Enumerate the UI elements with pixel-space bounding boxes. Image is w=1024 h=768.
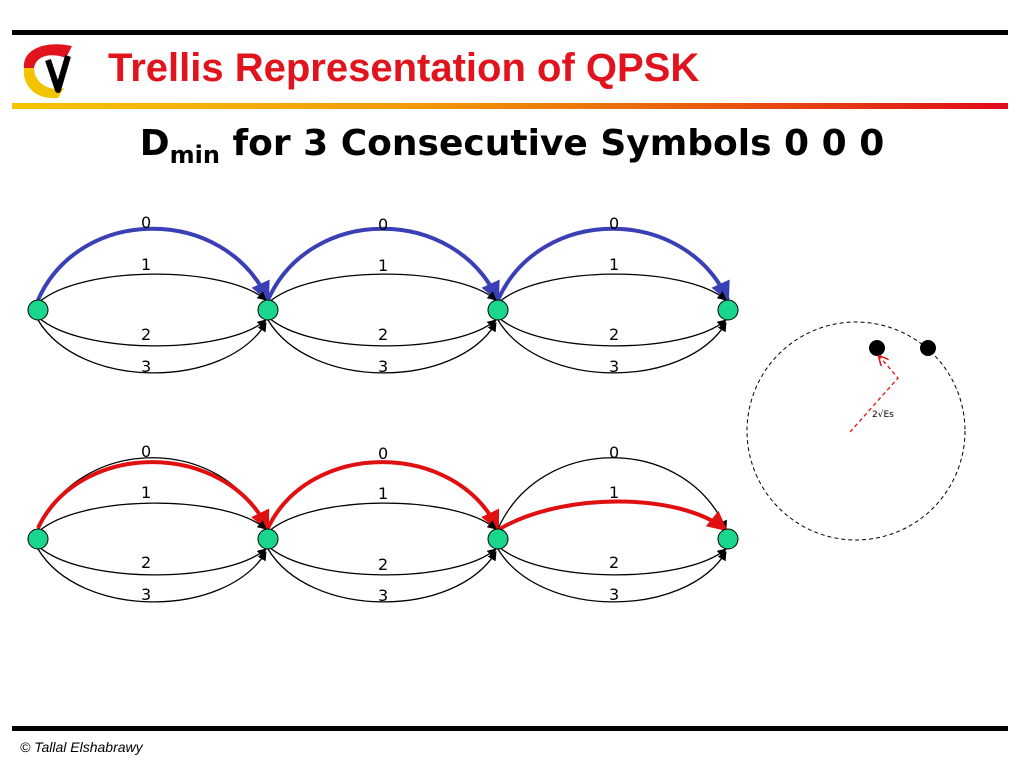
branch-3 (497, 548, 727, 603)
constellation-point (869, 340, 885, 356)
branch-3 (37, 548, 267, 603)
branch-label-3: 3 (141, 357, 151, 376)
branch-label-0: 0 (609, 443, 619, 462)
branch-1 (37, 273, 267, 304)
subtitle-sub: min (169, 141, 220, 170)
branch-label-2: 2 (378, 325, 388, 344)
branch-label-2: 2 (141, 325, 151, 344)
branch-label-3: 3 (378, 586, 388, 605)
branch-1 (37, 502, 267, 533)
branch-label-0: 0 (609, 214, 619, 233)
branch-1 (267, 273, 497, 304)
branch-3 (267, 548, 497, 603)
trellis-node (487, 528, 509, 550)
branch-label-0: 0 (378, 215, 388, 234)
branch-1-highlight (496, 499, 728, 532)
branch-0-highlight (496, 226, 730, 302)
branch-label-1: 1 (378, 256, 388, 275)
branch-label-2: 2 (609, 325, 619, 344)
slide-title: Trellis Representation of QPSK (108, 46, 700, 90)
branch-2 (497, 545, 727, 576)
branch-label-1: 1 (609, 483, 619, 502)
trellis-node (717, 299, 739, 321)
branch-label-3: 3 (609, 585, 619, 604)
branch-3 (497, 319, 727, 374)
branch-1 (497, 273, 727, 304)
top-rule (12, 30, 1008, 35)
trellis-node (27, 528, 49, 550)
branch-2 (37, 545, 267, 576)
branch-3 (37, 319, 267, 374)
branch-0-highlight (266, 226, 500, 302)
branch-1-highlight (36, 460, 270, 531)
trellis-node (27, 299, 49, 321)
branch-2 (267, 316, 497, 347)
subtitle-rest: for 3 Consecutive Symbols 0 0 0 (219, 123, 885, 164)
bottom-trellis: 0 1 2 3 0 1 2 3 0 1 2 3 (27, 442, 739, 605)
trellis-node (717, 528, 739, 550)
branch-label-1: 1 (141, 483, 151, 502)
branch-1 (267, 502, 497, 533)
branch-2 (497, 316, 727, 347)
title-underline (12, 103, 1008, 109)
branch-0 (497, 457, 727, 530)
branch-label-0: 0 (141, 213, 151, 232)
branch-1-highlight (266, 460, 500, 531)
top-trellis: 0 1 2 3 0 1 2 3 0 1 2 3 (27, 213, 739, 376)
branch-label-2: 2 (609, 553, 619, 572)
trellis-node (257, 299, 279, 321)
distance-arrow (849, 356, 899, 433)
branch-label-3: 3 (609, 357, 619, 376)
branch-label-1: 1 (141, 255, 151, 274)
trellis-node (487, 299, 509, 321)
constellation-circle (746, 321, 966, 541)
qpsk-constellation: 2√Es (746, 321, 966, 541)
branch-2 (37, 316, 267, 347)
branch-label-1: 1 (378, 484, 388, 503)
branch-label-1: 1 (609, 255, 619, 274)
copyright-footer: © Tallal Elshabrawy (20, 739, 143, 755)
branch-0-highlight (36, 226, 270, 302)
branch-2 (267, 545, 497, 576)
branch-label-2: 2 (378, 555, 388, 574)
subtitle-d: D (139, 123, 170, 164)
trellis-node (257, 528, 279, 550)
university-logo (23, 44, 73, 99)
bottom-rule (12, 726, 1008, 731)
branch-3 (267, 319, 497, 374)
branch-label-2: 2 (141, 553, 151, 572)
slide-subtitle: Dmin for 3 Consecutive Symbols 0 0 0 (0, 123, 1024, 169)
branch-label-0: 0 (141, 442, 151, 461)
constellation-point (920, 340, 936, 356)
branch-label-3: 3 (141, 585, 151, 604)
branch-label-0: 0 (378, 444, 388, 463)
branch-label-3: 3 (378, 357, 388, 376)
branch-0 (37, 457, 267, 530)
distance-label: 2√Es (872, 409, 894, 420)
